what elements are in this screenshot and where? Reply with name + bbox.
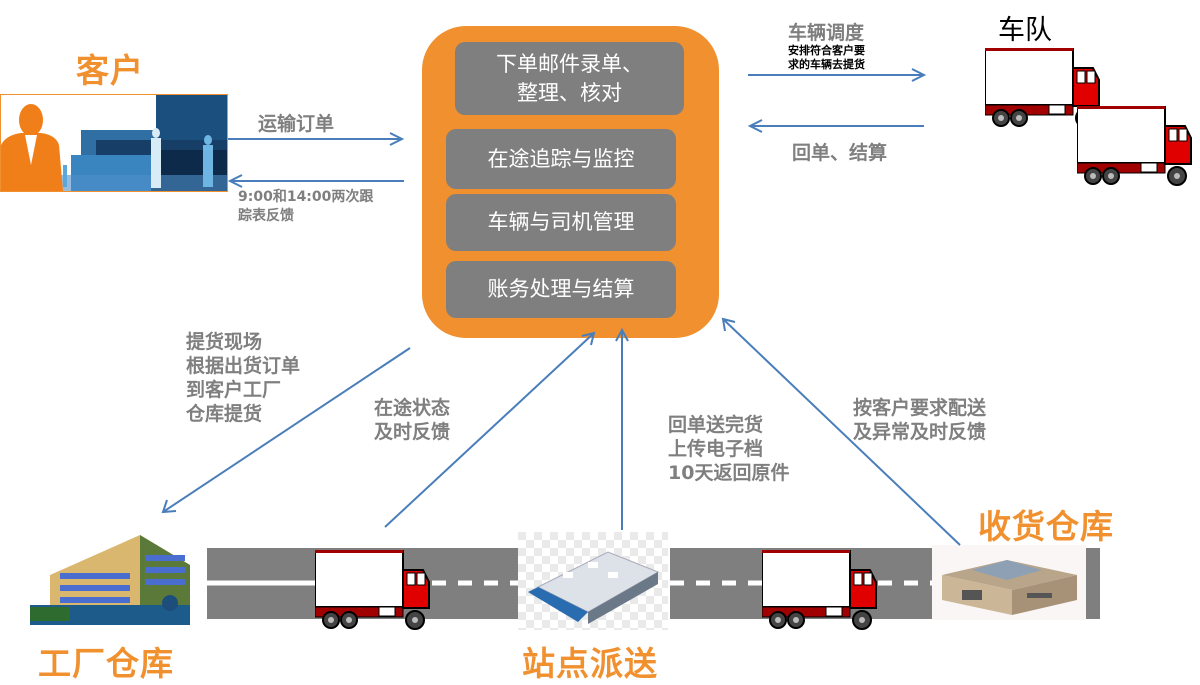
core-item-accounting[interactable]: 账务处理与结算 [446, 261, 676, 318]
transit-line: 及时反馈 [374, 421, 451, 443]
pickup-line: 到客户工厂 [186, 379, 282, 401]
arrow-transport-order [228, 132, 405, 146]
core-item-vehicle-driver[interactable]: 车辆与司机管理 [446, 194, 676, 251]
delivery-line: 及异常及时反馈 [853, 421, 987, 443]
distribution-station-icon [518, 532, 668, 630]
core-item-tracking[interactable]: 在途追踪与监控 [446, 129, 676, 189]
receipt-settlement-label: 回单、结算 [792, 142, 888, 164]
pickup-line: 仓库提货 [186, 403, 263, 425]
arrow-receipt-settlement [747, 119, 924, 133]
delivery-line: 按客户要求配送 [853, 397, 987, 419]
pickup-line: 提货现场 [186, 331, 263, 353]
transit-status-label: 在途状态 及时反馈 [374, 396, 450, 444]
dispatch-subtitle-line: 安排符合客户要 [788, 44, 865, 57]
feedback-label: 9:00和14:00两次跟 踪表反馈 [238, 188, 373, 226]
arrow-transit-status [384, 331, 596, 528]
transport-order-label: 运输订单 [258, 113, 335, 135]
dispatch-title: 车辆调度 [788, 22, 865, 44]
factory-building-icon [30, 535, 190, 625]
receiving-warehouse-title: 收货仓库 [978, 507, 1114, 546]
receiving-warehouse-image [932, 545, 1086, 620]
customer-title: 客户 [76, 51, 144, 90]
warehouse-building-icon [942, 560, 1077, 615]
dispatch-subtitle-line: 求的车辆去提货 [788, 58, 865, 71]
pod-label: 回单送完货 上传电子档 10天返回原件 [668, 413, 789, 485]
arrow-pod [615, 327, 629, 530]
arrow-delivery-feedback [721, 317, 961, 546]
feedback-line: 9:00和14:00两次跟 [238, 189, 374, 205]
factory-warehouse-title: 工厂仓库 [38, 644, 174, 683]
pod-line: 回单送完货 [668, 414, 764, 436]
arrow-feedback [227, 174, 404, 188]
business-people-icon [1, 95, 227, 191]
core-item-order-entry[interactable]: 下单邮件录单、 整理、核对 [455, 42, 684, 115]
arrow-dispatch [748, 68, 927, 82]
arrow-pickup [161, 347, 411, 514]
transit-line: 在途状态 [374, 397, 451, 419]
pickup-line: 根据出货订单 [186, 355, 301, 377]
delivery-label: 按客户要求配送 及异常及时反馈 [853, 396, 986, 444]
dispatch-subtitle: 安排符合客户要 求的车辆去提货 [788, 44, 865, 72]
pod-line: 10天返回原件 [668, 462, 790, 484]
pod-line: 上传电子档 [668, 438, 764, 460]
fleet-title: 车队 [998, 15, 1052, 46]
operations-center: 下单邮件录单、 整理、核对 在途追踪与监控 车辆与司机管理 账务处理与结算 [422, 26, 719, 338]
pickup-label: 提货现场 根据出货订单 到客户工厂 仓库提货 [186, 330, 300, 426]
feedback-line: 踪表反馈 [238, 208, 294, 224]
customer-image [0, 94, 228, 192]
station-dispatch-title: 站点派送 [522, 644, 658, 683]
